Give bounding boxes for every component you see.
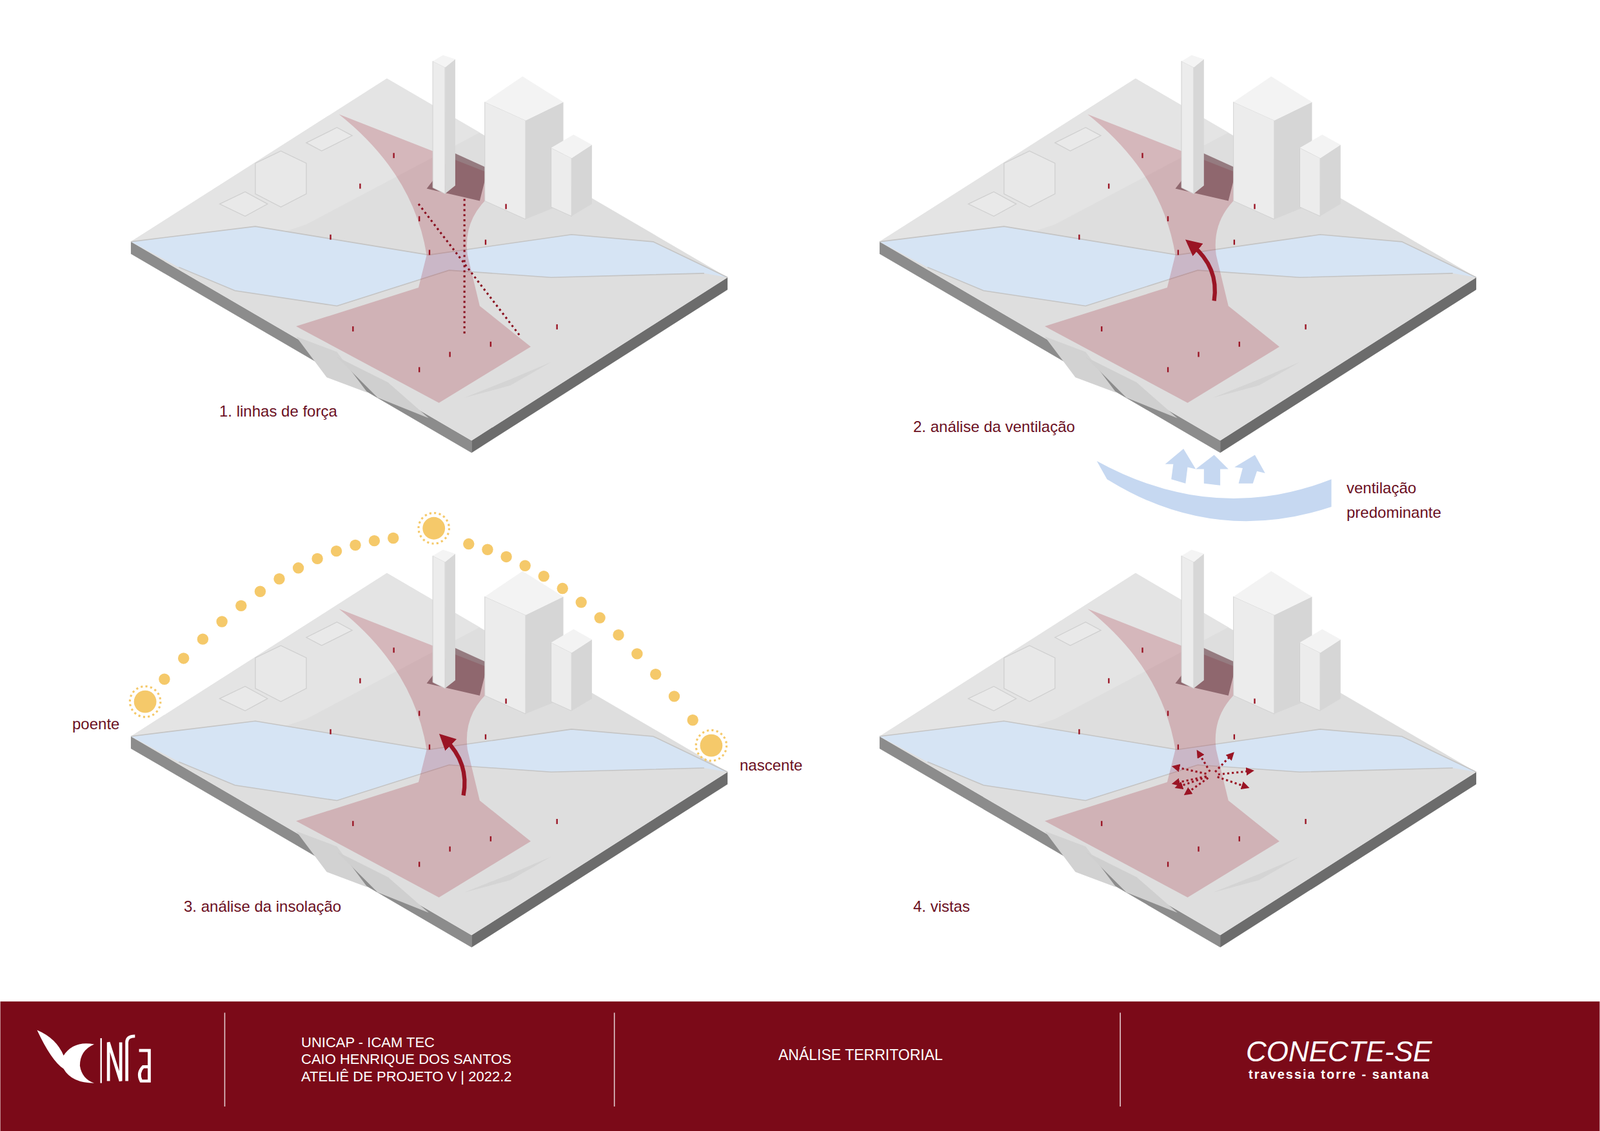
wind-symbol	[1096, 448, 1332, 531]
view-ray	[1217, 777, 1246, 787]
site-model	[130, 54, 728, 453]
sun-dot	[235, 600, 247, 612]
sun-dot	[557, 582, 569, 594]
sun-dot	[292, 562, 304, 574]
sun-dot	[387, 532, 399, 544]
sun-dot	[687, 714, 699, 726]
sun-dot	[330, 545, 342, 557]
force-lines	[418, 198, 521, 337]
project-subtitle: travessia torre - santana	[1248, 1066, 1430, 1083]
sun-dot	[519, 560, 531, 572]
view-ray	[1187, 777, 1209, 793]
diagram-caption: 1. linhas de força	[219, 401, 338, 421]
site-model	[879, 549, 1477, 948]
sun-arrow	[444, 739, 465, 796]
footer-text: ATELIÊ DE PROJETO V | 2022.2	[301, 1068, 512, 1086]
sun-dot	[158, 673, 170, 685]
view-ray	[1178, 777, 1207, 787]
diagram-caption: 4. vistas	[913, 897, 970, 916]
sun-dot	[575, 596, 587, 608]
wind-arrow	[1191, 245, 1215, 302]
sheet-title: ANÁLISE TERRITORIAL	[778, 1046, 943, 1065]
footer-bar	[0, 1001, 1600, 1131]
sun-path	[158, 532, 699, 727]
site-model	[879, 54, 1477, 453]
footer-divider	[224, 1013, 1121, 1108]
footer-text: UNICAP - ICAM TEC	[301, 1034, 435, 1052]
sun-dot	[197, 633, 209, 645]
sun-label: nascente	[739, 755, 803, 775]
view-ray	[1218, 771, 1251, 775]
diagram-caption: 3. análise da insolação	[183, 897, 342, 916]
sun-dot	[349, 539, 361, 551]
sun-dot	[631, 648, 643, 660]
view-ray	[1175, 767, 1207, 774]
footer-text: CAIO HENRIQUE DOS SANTOS	[301, 1051, 512, 1068]
sun-icon	[129, 513, 727, 761]
sun-dot	[311, 553, 323, 565]
sun-dot	[500, 551, 512, 563]
sun-dot	[593, 612, 605, 623]
sun-dot	[538, 570, 550, 582]
sun-dot	[668, 690, 680, 702]
site-model	[130, 549, 728, 948]
view-ray	[1214, 755, 1232, 772]
sun-dot	[650, 668, 662, 680]
legend-note: ventilação predominante	[1346, 475, 1476, 525]
sun-dot	[612, 629, 624, 641]
view-rays	[1175, 753, 1251, 794]
view-ray	[1198, 753, 1210, 772]
sun-dot	[216, 615, 228, 627]
project-title: CONECTE-SE	[1245, 1034, 1432, 1069]
sun-dot	[254, 586, 266, 598]
sun-dot	[273, 573, 285, 585]
sun-dot	[463, 538, 475, 550]
sun-dot	[481, 544, 493, 556]
sun-label: poente	[72, 714, 120, 734]
sun-dot	[177, 652, 189, 664]
diagram-caption: 2. análise da ventilação	[913, 417, 1076, 436]
sun-dot	[368, 535, 380, 547]
logo-mark	[36, 1029, 149, 1083]
